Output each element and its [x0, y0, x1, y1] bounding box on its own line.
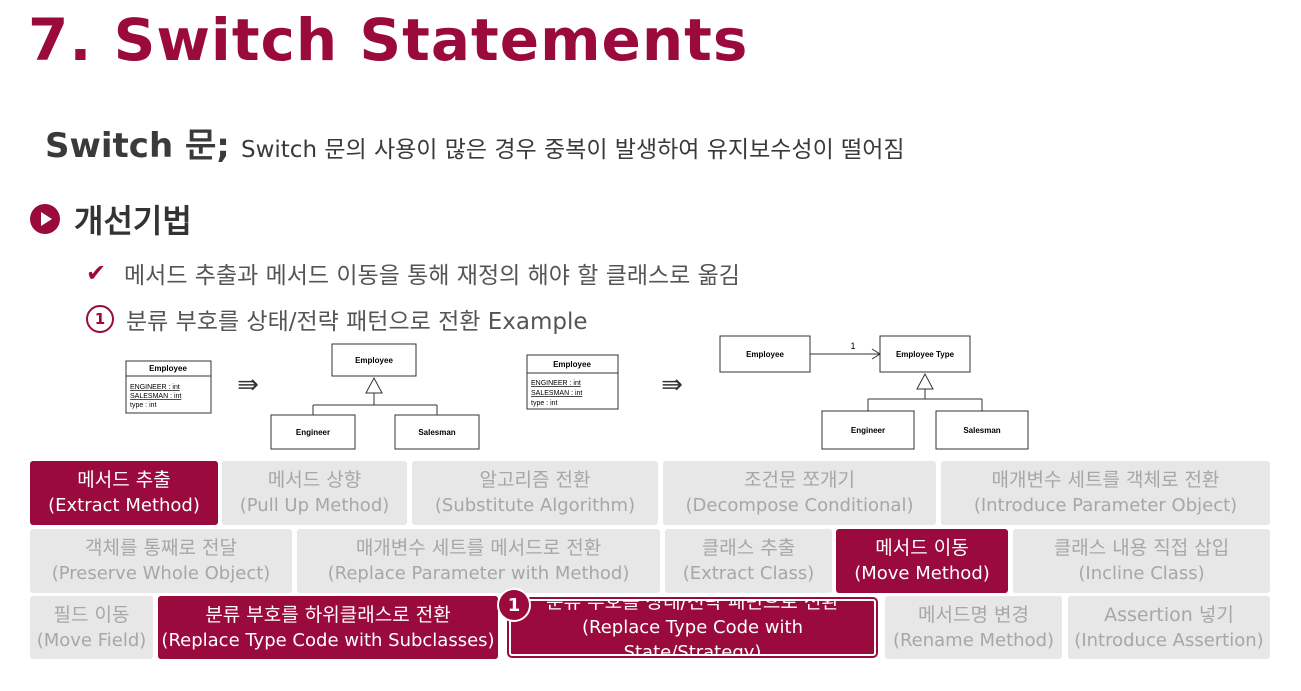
technique-name-en: (Rename Method) — [892, 629, 1055, 651]
technique-card: 필드 이동 (Move Field) — [30, 596, 153, 659]
technique-name-ko: Assertion 넣기 — [1104, 603, 1234, 626]
technique-name-en: (Substitute Algorithm) — [434, 495, 636, 516]
uml-field: type : int — [531, 400, 558, 407]
technique-name-ko: 조건문 쪼개기 — [744, 469, 855, 491]
technique-card: 객체를 통째로 전달 (Preserve Whole Object) — [30, 529, 292, 593]
technique-name-en: (Extract Class) — [682, 563, 815, 584]
bullet-item: 1 분류 부호를 상태/전략 패턴으로 전환 Example — [86, 302, 588, 336]
uml-class-name: Employee — [355, 356, 393, 365]
technique-card: 알고리즘 전환 (Substitute Algorithm) — [412, 461, 658, 525]
technique-card: 메서드 상향 (Pull Up Method) — [222, 461, 407, 525]
technique-name-ko: 매개변수 세트를 객체로 전환 — [991, 469, 1220, 491]
checkmark-icon: ✔ — [86, 259, 107, 287]
technique-name-ko: 알고리즘 전환 — [479, 469, 591, 491]
technique-name-en: (Introduce Parameter Object) — [973, 495, 1238, 516]
technique-name-en: (Decompose Conditional) — [685, 495, 914, 516]
uml-class-employee-before-right: Employee ENGINEER : int SALESMAN : int t… — [526, 354, 619, 410]
uml-field: type : int — [130, 402, 157, 409]
uml-class-name: Engineer — [296, 428, 330, 437]
bullet-text: 메서드 추출과 메서드 이동을 통해 재정의 해야 할 클래스로 옮김 — [124, 263, 740, 289]
technique-name-ko: 필드 이동 — [53, 603, 130, 626]
technique-name-en: (Incline Class) — [1078, 563, 1205, 584]
transform-arrow-icon: ⇛ — [237, 369, 259, 399]
subtitle-desc: Switch 문의 사용이 많은 경우 중복이 발생하여 유지보수성이 떨어짐 — [240, 137, 905, 163]
technique-name-en: (Extract Method) — [48, 495, 200, 516]
uml-class-name: Employee — [746, 350, 784, 359]
technique-card: 분류 부호를 하위클래스로 전환 (Replace Type Code with … — [158, 596, 498, 659]
technique-name-ko: 메서드 이동 — [875, 537, 969, 559]
technique-name-ko: 분류 부호를 상태/전략 패턴으로 전환 — [546, 591, 839, 613]
technique-card: 클래스 추출 (Extract Class) — [665, 529, 832, 593]
technique-name-ko: 매개변수 세트를 메서드로 전환 — [355, 537, 602, 559]
technique-name-en: (Move Method) — [854, 563, 990, 584]
uml-class-name: Engineer — [851, 426, 885, 435]
uml-hierarchy-left: Employee Engineer Salesman — [270, 343, 480, 450]
technique-name-ko: 클래스 내용 직접 삽입 — [1053, 537, 1230, 559]
uml-field: ENGINEER : int — [531, 380, 581, 387]
uml-class-name: Employee — [149, 364, 187, 373]
technique-name-en: (Replace Type Code with Subclasses) — [161, 629, 495, 651]
section-label: 개선기법 — [74, 202, 192, 240]
uml-field: SALESMAN : int — [130, 393, 181, 400]
technique-name-en: (Move Field) — [36, 629, 147, 651]
transform-arrow-icon: ⇛ — [661, 369, 683, 399]
uml-class-name: Employee — [553, 360, 591, 369]
technique-card: 조건문 쪼개기 (Decompose Conditional) — [663, 461, 936, 525]
technique-name-en: (Replace Type Code with State/Strategy) — [581, 617, 803, 663]
number-one-icon: 1 — [86, 305, 114, 333]
number-one-badge-icon: 1 — [497, 588, 531, 622]
uml-class-name: Salesman — [963, 426, 1000, 435]
technique-card: 분류 부호를 상태/전략 패턴으로 전환 (Replace Type Code w… — [507, 591, 878, 663]
technique-card: 메서드 이동 (Move Method) — [836, 529, 1008, 593]
uml-hierarchy-right: Employee 1 Employee Type Engineer Salesm… — [719, 335, 1029, 450]
technique-name-en: (Replace Parameter with Method) — [327, 563, 630, 584]
page-title: 7. Switch Statements — [28, 6, 749, 74]
uml-class-name: Employee Type — [896, 350, 955, 359]
subtitle-main: Switch 문; — [45, 126, 230, 166]
multiplicity-label: 1 — [850, 341, 855, 351]
uml-field: ENGINEER : int — [130, 384, 180, 391]
technique-card: 매개변수 세트를 객체로 전환 (Introduce Parameter Obje… — [941, 461, 1270, 525]
subtitle: Switch 문; Switch 문의 사용이 많은 경우 중복이 발생하여 유… — [45, 118, 905, 167]
play-circle-icon — [30, 204, 60, 234]
bullet-item: ✔ 메서드 추출과 메서드 이동을 통해 재정의 해야 할 클래스로 옮김 — [86, 256, 740, 290]
technique-card: 클래스 내용 직접 삽입 (Incline Class) — [1013, 529, 1270, 593]
technique-name-ko: 메서드 상향 — [267, 469, 362, 491]
technique-name-ko: 객체를 통째로 전달 — [85, 537, 237, 559]
technique-name-en: (Introduce Assertion) — [1074, 629, 1264, 651]
technique-name-ko: 클래스 추출 — [701, 537, 796, 559]
technique-name-en: (Pull Up Method) — [239, 495, 390, 516]
uml-class-employee-before-left: Employee ENGINEER : int SALESMAN : int t… — [125, 360, 212, 414]
technique-name-ko: 메서드 추출 — [77, 469, 171, 491]
uml-class-name: Salesman — [418, 428, 455, 437]
technique-card: 메서드 추출 (Extract Method) — [30, 461, 218, 525]
technique-name-en: (Preserve Whole Object) — [51, 563, 271, 584]
bullet-text: 분류 부호를 상태/전략 패턴으로 전환 Example — [126, 309, 588, 335]
technique-card: 메서드명 변경 (Rename Method) — [885, 596, 1062, 659]
section-heading: 개선기법 — [30, 196, 192, 242]
technique-card: 매개변수 세트를 메서드로 전환 (Replace Parameter with … — [297, 529, 660, 593]
uml-field: SALESMAN : int — [531, 390, 582, 397]
technique-card: Assertion 넣기 (Introduce Assertion) — [1068, 596, 1270, 659]
uml-diagram: Employee ENGINEER : int SALESMAN : int t… — [125, 335, 1029, 450]
technique-name-ko: 분류 부호를 하위클래스로 전환 — [205, 603, 451, 626]
technique-name-ko: 메서드명 변경 — [918, 603, 1029, 626]
